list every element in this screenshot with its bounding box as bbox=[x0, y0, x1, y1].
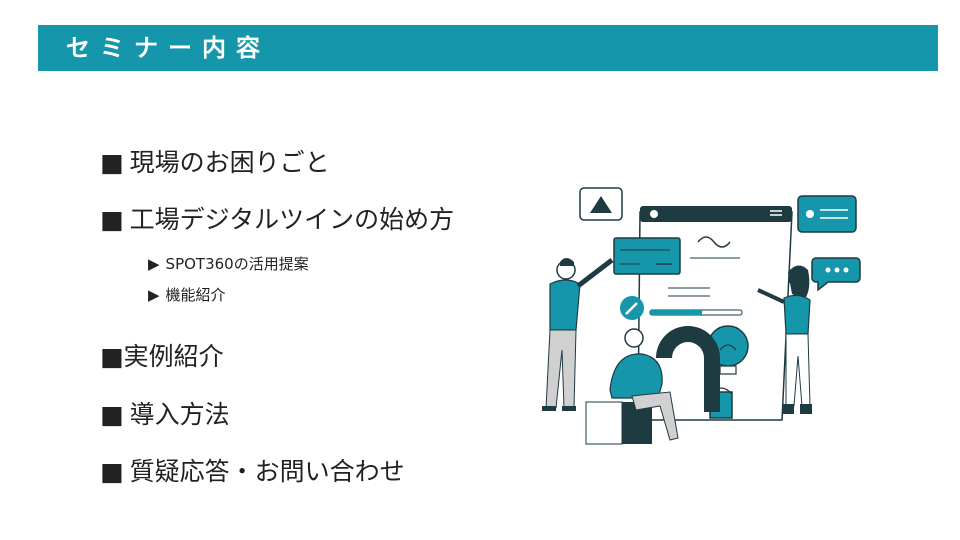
triangle-bullet-icon: ▶ bbox=[148, 286, 160, 304]
agenda-item-3: ■実例紹介 bbox=[100, 340, 224, 374]
square-bullet-icon: ■ bbox=[100, 400, 124, 429]
woman-standing-figure bbox=[757, 265, 812, 414]
title-bar: セミナー内容 bbox=[38, 25, 938, 71]
square-bullet-icon: ■ bbox=[100, 148, 124, 177]
code-card-icon bbox=[613, 237, 681, 275]
agenda-item-label: 実例紹介 bbox=[123, 342, 224, 371]
wrench-icon bbox=[620, 296, 644, 320]
agenda-item-5: ■質疑応答・お問い合わせ bbox=[100, 455, 405, 489]
agenda-item-label: 工場デジタルツインの始め方 bbox=[129, 205, 455, 234]
sub-item-2: ▶ 機能紹介 bbox=[148, 284, 226, 306]
chat-bubble-icon bbox=[811, 257, 861, 292]
agenda-item-label: 質疑応答・お問い合わせ bbox=[129, 457, 405, 486]
agenda-item-label: 現場のお困りごと bbox=[129, 148, 330, 177]
agenda-item-label: 導入方法 bbox=[129, 400, 230, 429]
page-title: セミナー内容 bbox=[66, 34, 270, 62]
man-sitting-figure bbox=[585, 326, 720, 445]
sub-item-label: SPOT360の活用提案 bbox=[165, 255, 309, 273]
warning-card-icon bbox=[579, 187, 623, 221]
profile-card-icon bbox=[797, 195, 857, 233]
man-standing-figure bbox=[542, 258, 614, 411]
agenda-item-2: ■工場デジタルツインの始め方 bbox=[100, 203, 454, 237]
sub-item-label: 機能紹介 bbox=[165, 286, 226, 304]
square-bullet-icon: ■ bbox=[100, 342, 124, 371]
agenda-item-1: ■現場のお困りごと bbox=[100, 146, 330, 180]
sub-item-1: ▶ SPOT360の活用提案 bbox=[148, 253, 309, 275]
square-bullet-icon: ■ bbox=[100, 205, 124, 234]
agenda-item-4: ■導入方法 bbox=[100, 398, 230, 432]
square-bullet-icon: ■ bbox=[100, 457, 124, 486]
triangle-bullet-icon: ▶ bbox=[148, 255, 160, 273]
team-illustration bbox=[542, 187, 861, 445]
